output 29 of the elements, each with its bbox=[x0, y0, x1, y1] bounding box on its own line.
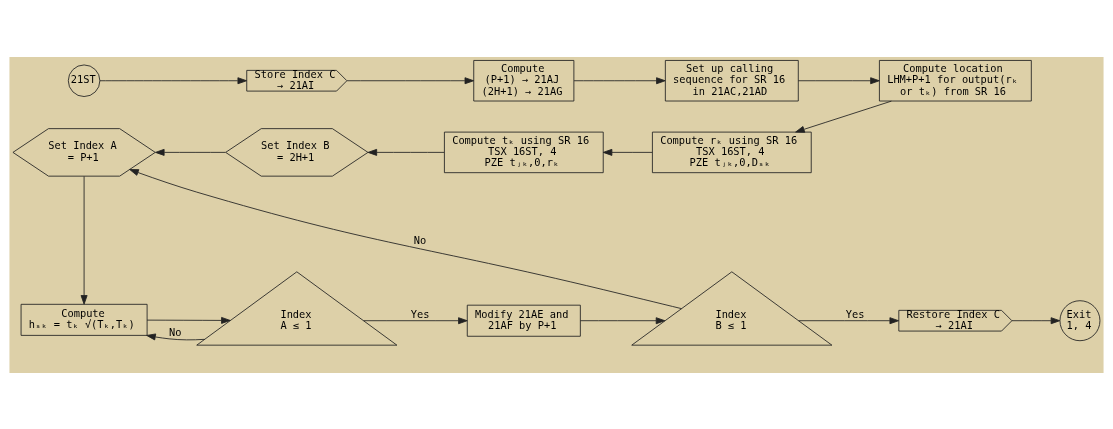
arrow bbox=[367, 148, 445, 156]
node-box: Modify 21AE and 21AF by P+1 bbox=[466, 304, 581, 337]
edge-label: No bbox=[413, 233, 427, 246]
arrow bbox=[798, 316, 899, 324]
arrow bbox=[795, 100, 892, 133]
arrow bbox=[1011, 316, 1061, 324]
arrow bbox=[573, 76, 666, 84]
edge-label: No bbox=[169, 325, 182, 338]
node-box: Compute location LHM+P+1 for output(rₖ or tₖ) from SR 16 bbox=[878, 59, 1032, 101]
node-box: Compute rₖ using SR 16 TSX 16ST, 4 PZE tⱼₖ,0,Dₛₖ bbox=[651, 131, 812, 173]
arrow bbox=[99, 76, 247, 84]
node-box: Compute tₖ using SR 16 TSX 16ST, 4 PZE tⱼₖ,0,rₖ bbox=[443, 131, 604, 173]
node-box: Compute (P+1) → 21AJ (2H+1) → 21AG bbox=[473, 59, 575, 101]
arrow bbox=[580, 316, 666, 324]
node-circle: 21ST bbox=[67, 64, 101, 97]
arrow bbox=[155, 148, 226, 156]
edge-label: Yes bbox=[410, 307, 430, 320]
arrow bbox=[129, 168, 682, 309]
node-box: Set up calling sequence for SR 16 in 21AC,21AD bbox=[664, 59, 799, 101]
arrow bbox=[146, 333, 205, 340]
arrow bbox=[346, 76, 475, 84]
arrow bbox=[363, 316, 468, 324]
edge-label: Yes bbox=[845, 307, 865, 320]
arrow bbox=[80, 175, 88, 305]
node-circle: Exit 1, 4 bbox=[1059, 299, 1101, 341]
arrow bbox=[797, 76, 880, 84]
node-box: Compute hₛₖ = tₖ √(Tₖ,Tₖ) bbox=[20, 303, 148, 336]
arrow bbox=[146, 316, 231, 324]
arrow bbox=[602, 148, 653, 156]
